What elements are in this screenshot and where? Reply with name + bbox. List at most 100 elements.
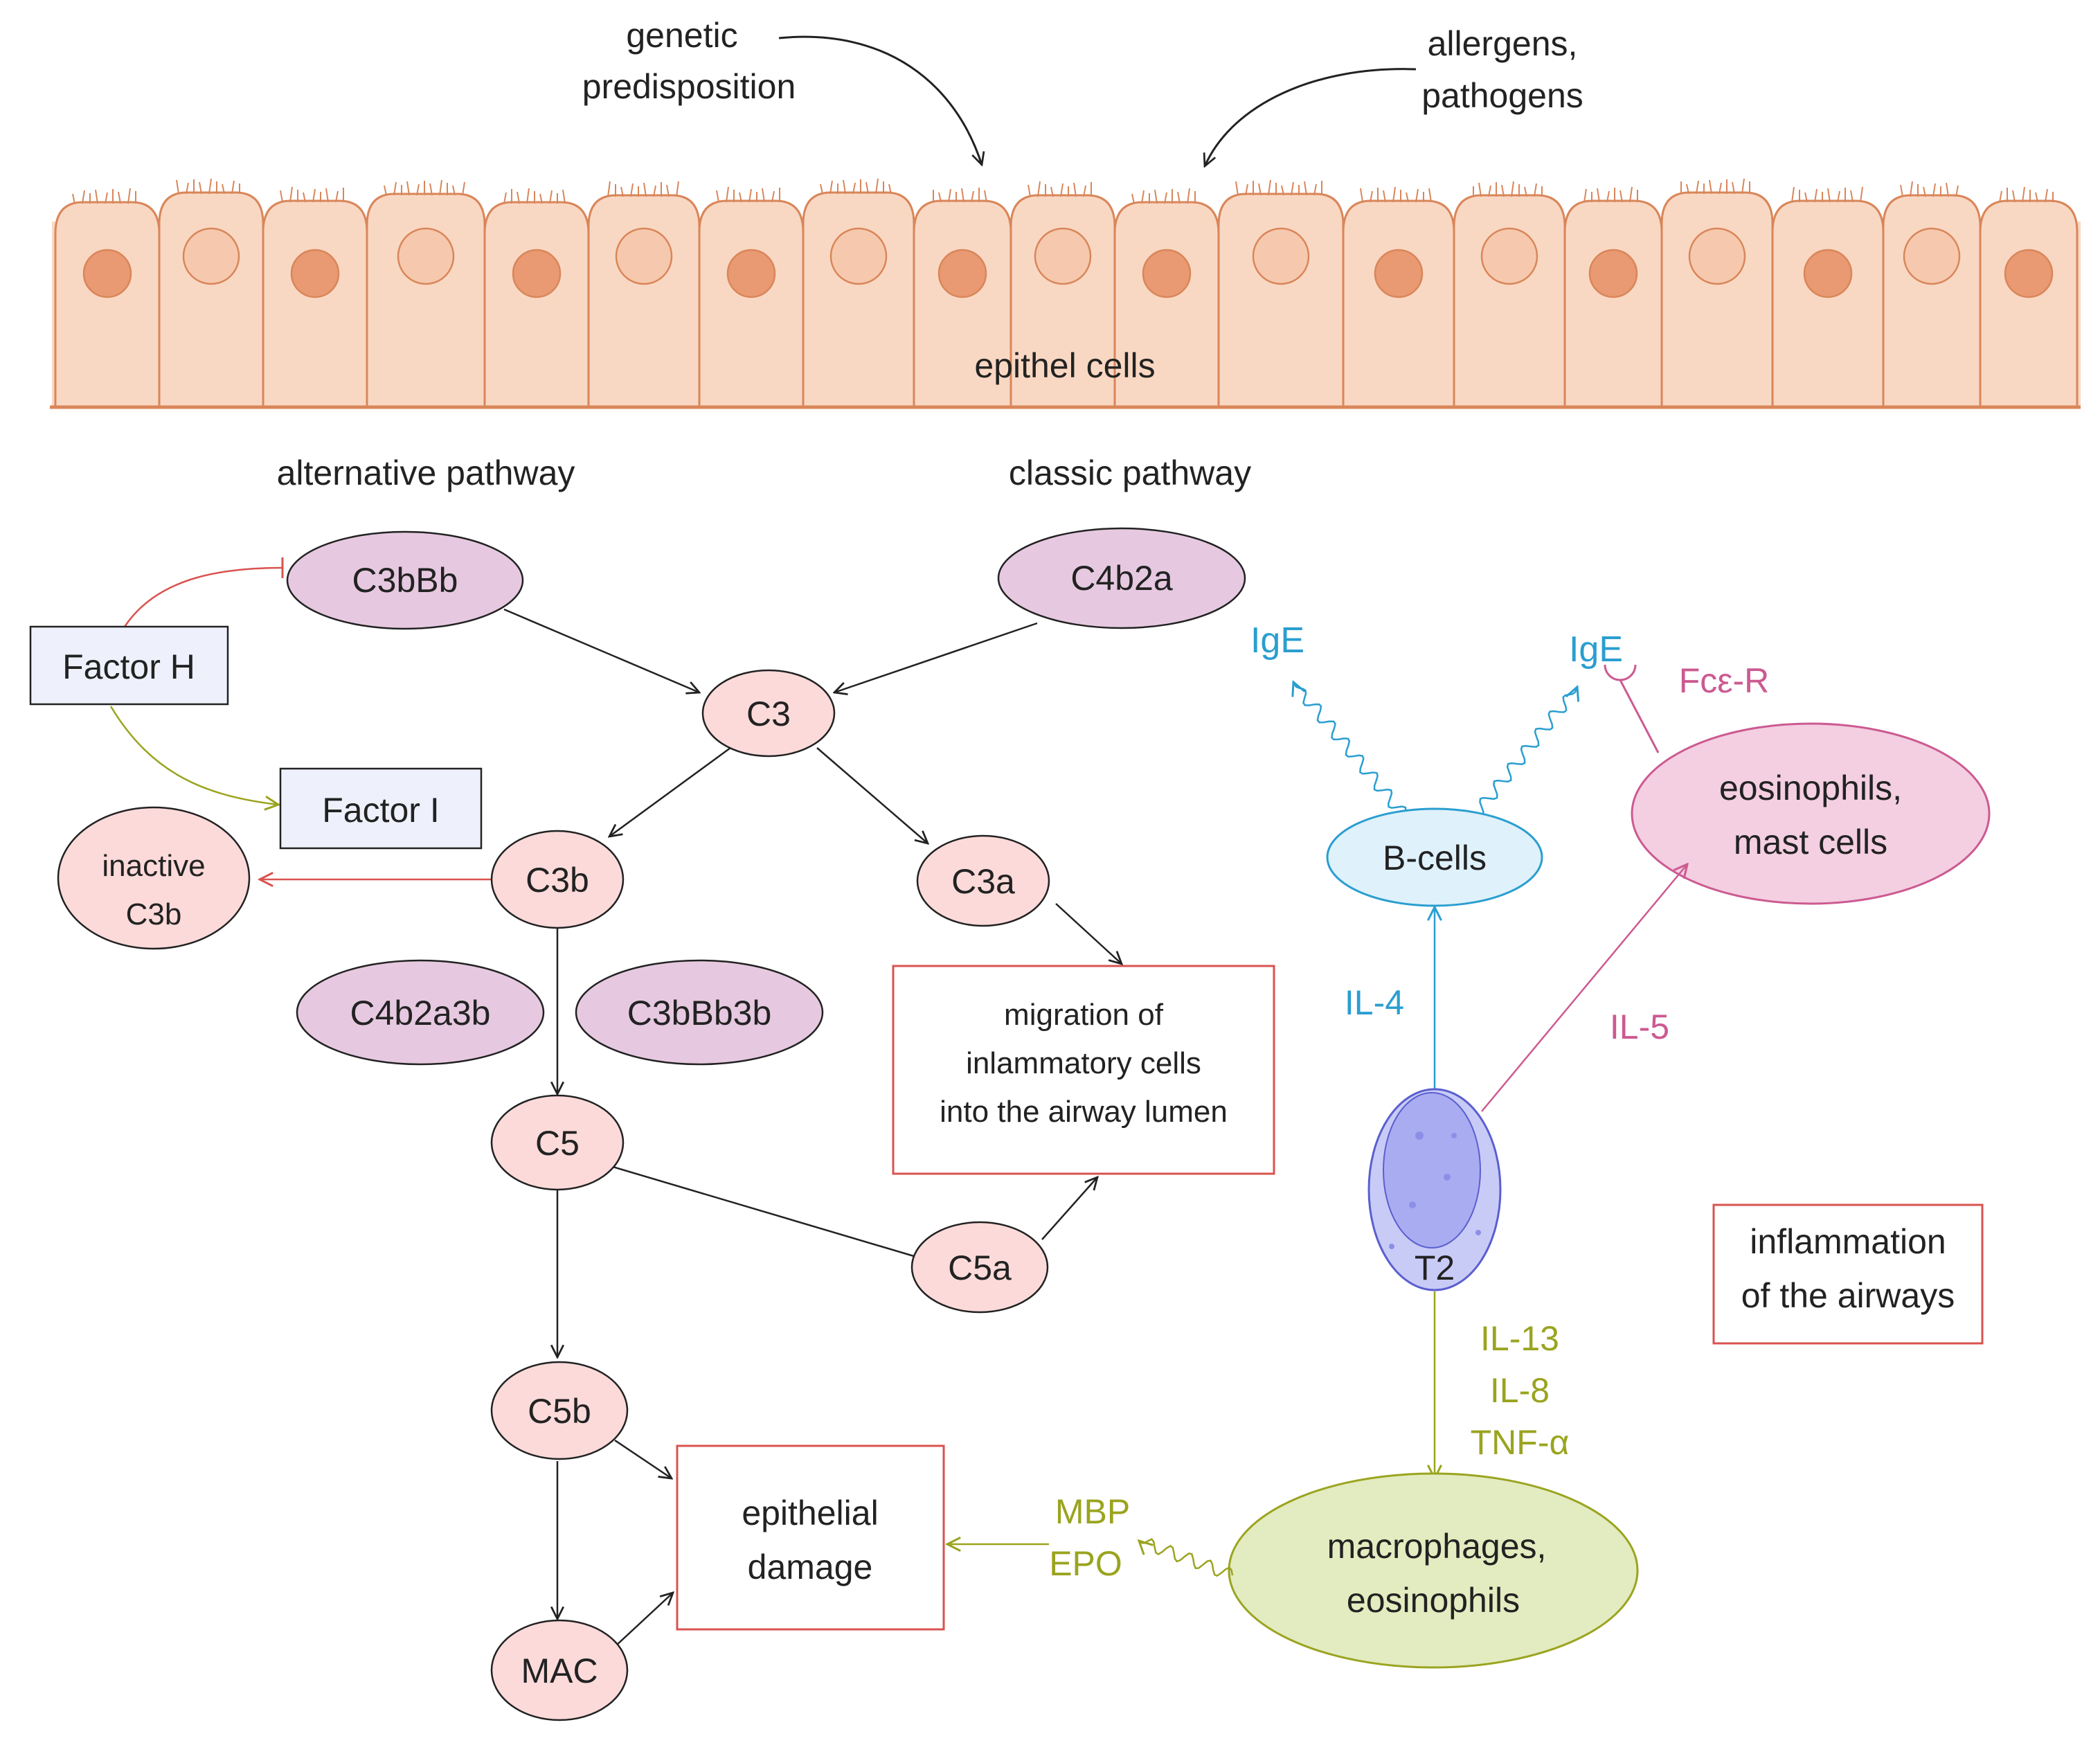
cell-nucleus xyxy=(1903,227,1961,285)
node-c3b-label: C3b xyxy=(526,861,589,900)
cilia xyxy=(280,186,344,203)
fce-receptor-icon xyxy=(1604,664,1660,753)
node-inactive-c3b: inactive C3b xyxy=(57,806,251,950)
trigger-genetic: genetic predisposition xyxy=(582,16,796,106)
node-bcells-label: B-cells xyxy=(1383,839,1487,877)
node-c3: C3 xyxy=(701,669,836,758)
trigger-allergens-line2: pathogens xyxy=(1421,76,1583,115)
cilia xyxy=(607,181,679,197)
epithelial-cell xyxy=(1217,193,1345,409)
cell-nucleus xyxy=(937,249,987,298)
box-migration-line1: migration of xyxy=(1004,998,1164,1032)
cell-nucleus xyxy=(182,227,240,285)
cell-nucleus xyxy=(82,249,132,298)
cilia xyxy=(820,178,892,195)
node-c5a-label: C5a xyxy=(948,1249,1012,1287)
node-c3bbb: C3bBb xyxy=(286,530,524,630)
cell-nucleus xyxy=(1034,227,1092,285)
box-migration-line2: inlammatory cells xyxy=(966,1046,1201,1080)
box-migration-line3: into the airway lumen xyxy=(940,1095,1228,1129)
node-c3bbb3b-label: C3bBb3b xyxy=(627,994,772,1032)
mbp-label: MBP xyxy=(1055,1492,1130,1531)
node-c3bbb-label: C3bBb xyxy=(352,561,458,600)
epithelial-cell xyxy=(698,199,805,409)
box-epithelial-damage: epithelial damage xyxy=(676,1444,945,1631)
ige-right-label: IgE xyxy=(1569,629,1623,670)
epithelial-cell xyxy=(1979,199,2079,409)
trigger-genetic-line2: predisposition xyxy=(582,67,796,106)
edge-factorh-factori xyxy=(109,706,278,805)
node-c4b2a3b: C4b2a3b xyxy=(296,959,545,1066)
edge-bcells-ige-left xyxy=(1293,682,1407,816)
node-t2-label: T2 xyxy=(1415,1249,1455,1287)
cell-nucleus xyxy=(615,227,673,285)
epithelial-cell xyxy=(54,201,161,409)
cell-nucleus xyxy=(2004,249,2054,298)
box-inflammation-line1: inflammation xyxy=(1750,1222,1946,1261)
epithelium-label: epithel cells xyxy=(974,346,1155,385)
cytokine-tnfa: TNF-α xyxy=(1471,1423,1570,1462)
cytokine-il8: IL-8 xyxy=(1490,1371,1550,1410)
node-mac: MAC xyxy=(490,1619,629,1721)
trigger-allergens-line1: allergens, xyxy=(1428,24,1578,63)
node-t2-cell: T2 xyxy=(1367,1088,1502,1291)
cell-nucleus xyxy=(1480,227,1538,285)
epithelial-cell xyxy=(1563,199,1663,409)
edge-c5b-damage xyxy=(614,1439,672,1478)
edge-c3-c3b xyxy=(609,746,731,836)
epithelium-layer xyxy=(50,178,2081,409)
node-c5b-label: C5b xyxy=(528,1392,591,1431)
arrow-allergens-to-epithelium xyxy=(1205,68,1417,166)
node-c3a-label: C3a xyxy=(951,862,1015,901)
cilia xyxy=(176,178,240,195)
epo-label: EPO xyxy=(1049,1544,1122,1583)
node-bcells: B-cells xyxy=(1326,807,1543,907)
edge-c3a-migration xyxy=(1055,903,1122,964)
cell-nucleus xyxy=(290,249,340,298)
cilia xyxy=(1131,188,1196,204)
box-factor-h: Factor H xyxy=(29,625,229,706)
epithelial-cell xyxy=(1660,191,1774,409)
node-eos-line2: mast cells xyxy=(1734,823,1887,861)
node-c3a: C3a xyxy=(916,834,1050,927)
node-mac-label: MAC xyxy=(521,1652,598,1690)
node-c5b: C5b xyxy=(490,1361,629,1460)
cell-nucleus xyxy=(1374,249,1424,298)
box-damage-line2: damage xyxy=(748,1548,873,1586)
node-inactive-c3b-line2: C3b xyxy=(126,897,182,931)
cilia xyxy=(72,188,136,204)
node-c5-label: C5 xyxy=(535,1124,580,1163)
node-c3bbb3b: C3bBb3b xyxy=(575,959,824,1066)
cell-nucleus xyxy=(512,249,562,298)
edge-c5a-migration xyxy=(1041,1177,1097,1240)
box-inflammation: inflammation of the airways xyxy=(1712,1203,1984,1345)
cell-nucleus xyxy=(1588,249,1638,298)
cilia xyxy=(503,188,566,204)
epithelial-cell xyxy=(802,191,915,409)
cilia xyxy=(1027,181,1092,197)
edge-c5-c5a xyxy=(612,1165,928,1260)
cell-nucleus xyxy=(726,249,776,298)
node-eosinophils-mast-cells: eosinophils, mast cells xyxy=(1631,722,1991,905)
cilia xyxy=(1900,181,1959,197)
node-c3-label: C3 xyxy=(746,695,791,733)
edge-c4b2a-c3 xyxy=(834,622,1038,692)
cilia xyxy=(384,179,465,196)
box-inflammation-line2: of the airways xyxy=(1741,1276,1955,1315)
edge-c3bbb-c3 xyxy=(503,608,699,692)
epithelial-cell xyxy=(1771,199,1885,409)
epithelial-cell xyxy=(1342,199,1455,409)
epithelial-cell xyxy=(1882,194,1982,409)
alternative-pathway-label: alternative pathway xyxy=(277,454,575,492)
cytokine-il13: IL-13 xyxy=(1480,1319,1559,1358)
cell-nucleus xyxy=(397,227,455,285)
fce-r-label: Fcε-R xyxy=(1679,661,1770,700)
cilia xyxy=(1235,179,1322,196)
arrow-genetic-to-epithelium xyxy=(778,35,982,165)
trigger-allergens: allergens, pathogens xyxy=(1421,24,1583,115)
cell-nucleus xyxy=(1142,249,1192,298)
cell-nucleus xyxy=(829,227,888,285)
edge-bcells-ige-right xyxy=(1474,687,1577,818)
box-factor-i: Factor I xyxy=(279,767,483,850)
